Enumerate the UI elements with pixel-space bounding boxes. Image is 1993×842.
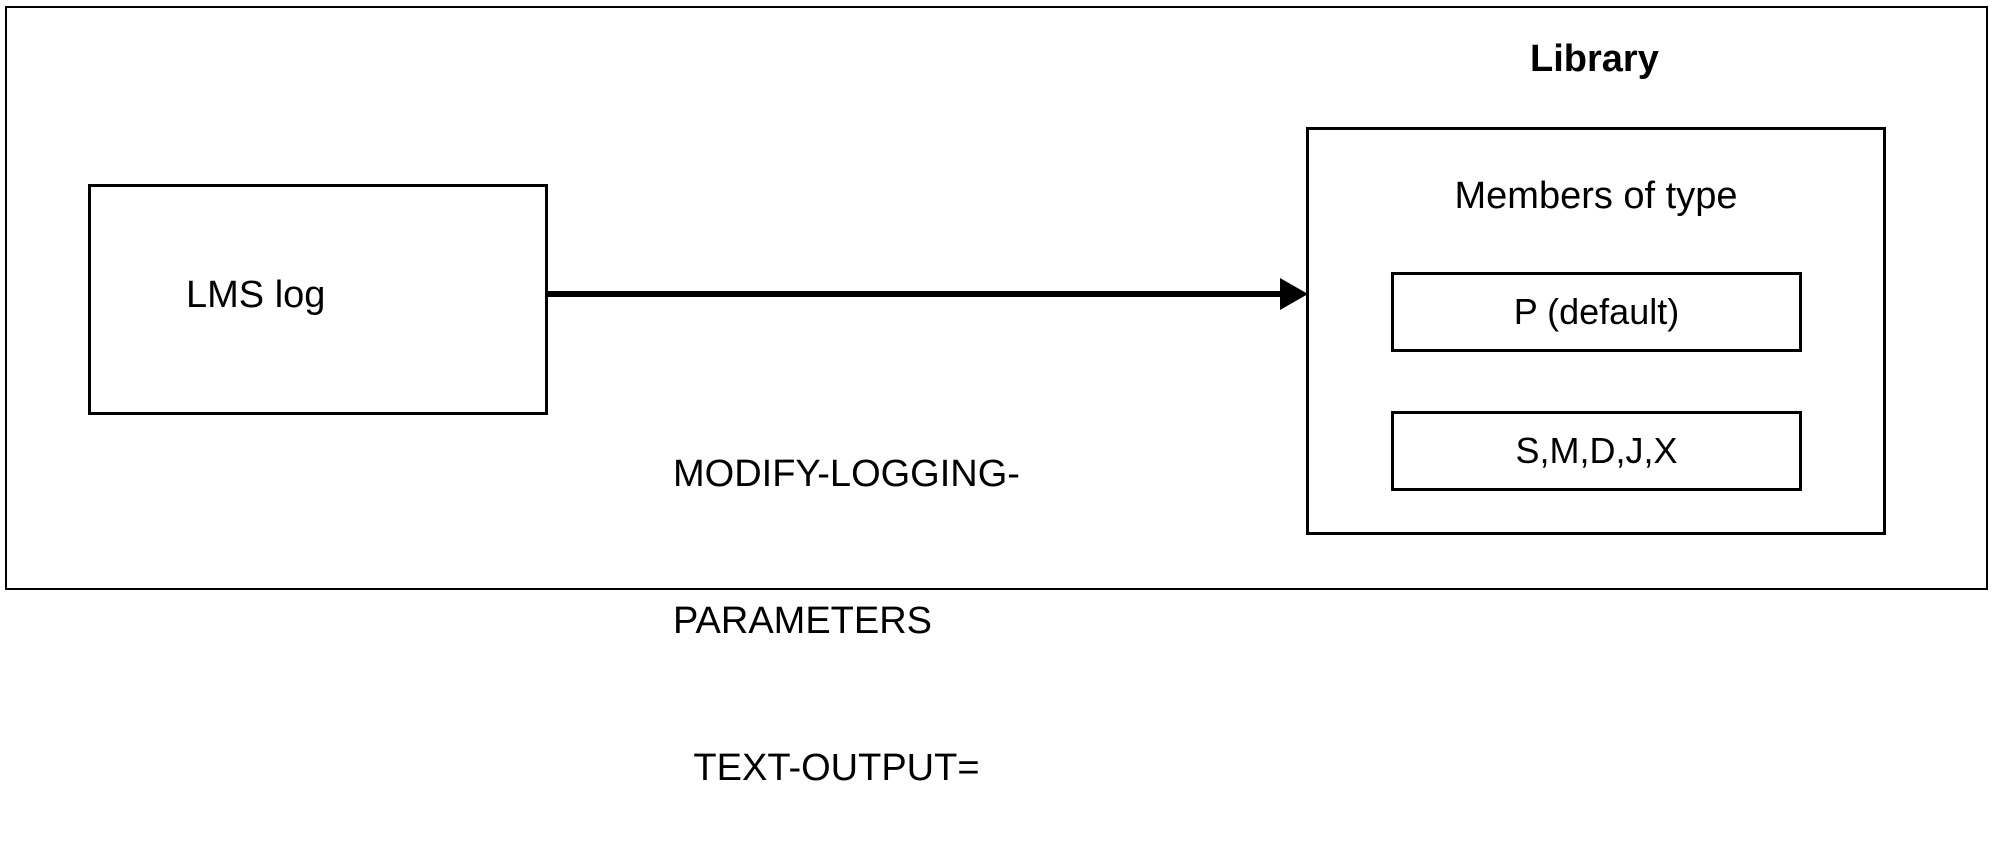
- command-line-1: MODIFY-LOGGING-: [673, 453, 1020, 495]
- lms-log-box: LMS log: [88, 184, 548, 415]
- member-type-p-box: P (default): [1391, 272, 1802, 352]
- member-type-p-label: P (default): [1513, 291, 1680, 332]
- member-type-smdjx-box: S,M,D,J,X: [1391, 411, 1802, 491]
- command-text: MODIFY-LOGGING- PARAMETERS TEXT-OUTPUT=: [673, 352, 1020, 842]
- library-box: Members of type P (default) S,M,D,J,X: [1306, 127, 1886, 535]
- diagram-frame: [5, 6, 1988, 590]
- command-line-3: TEXT-OUTPUT=: [673, 747, 980, 789]
- member-type-smdjx-label: S,M,D,J,X: [1515, 430, 1678, 471]
- command-line-2: PARAMETERS: [673, 600, 933, 642]
- library-title: Library: [1530, 38, 1659, 80]
- lms-log-label: LMS log: [186, 274, 326, 316]
- members-of-type-label: Members of type: [1454, 175, 1738, 217]
